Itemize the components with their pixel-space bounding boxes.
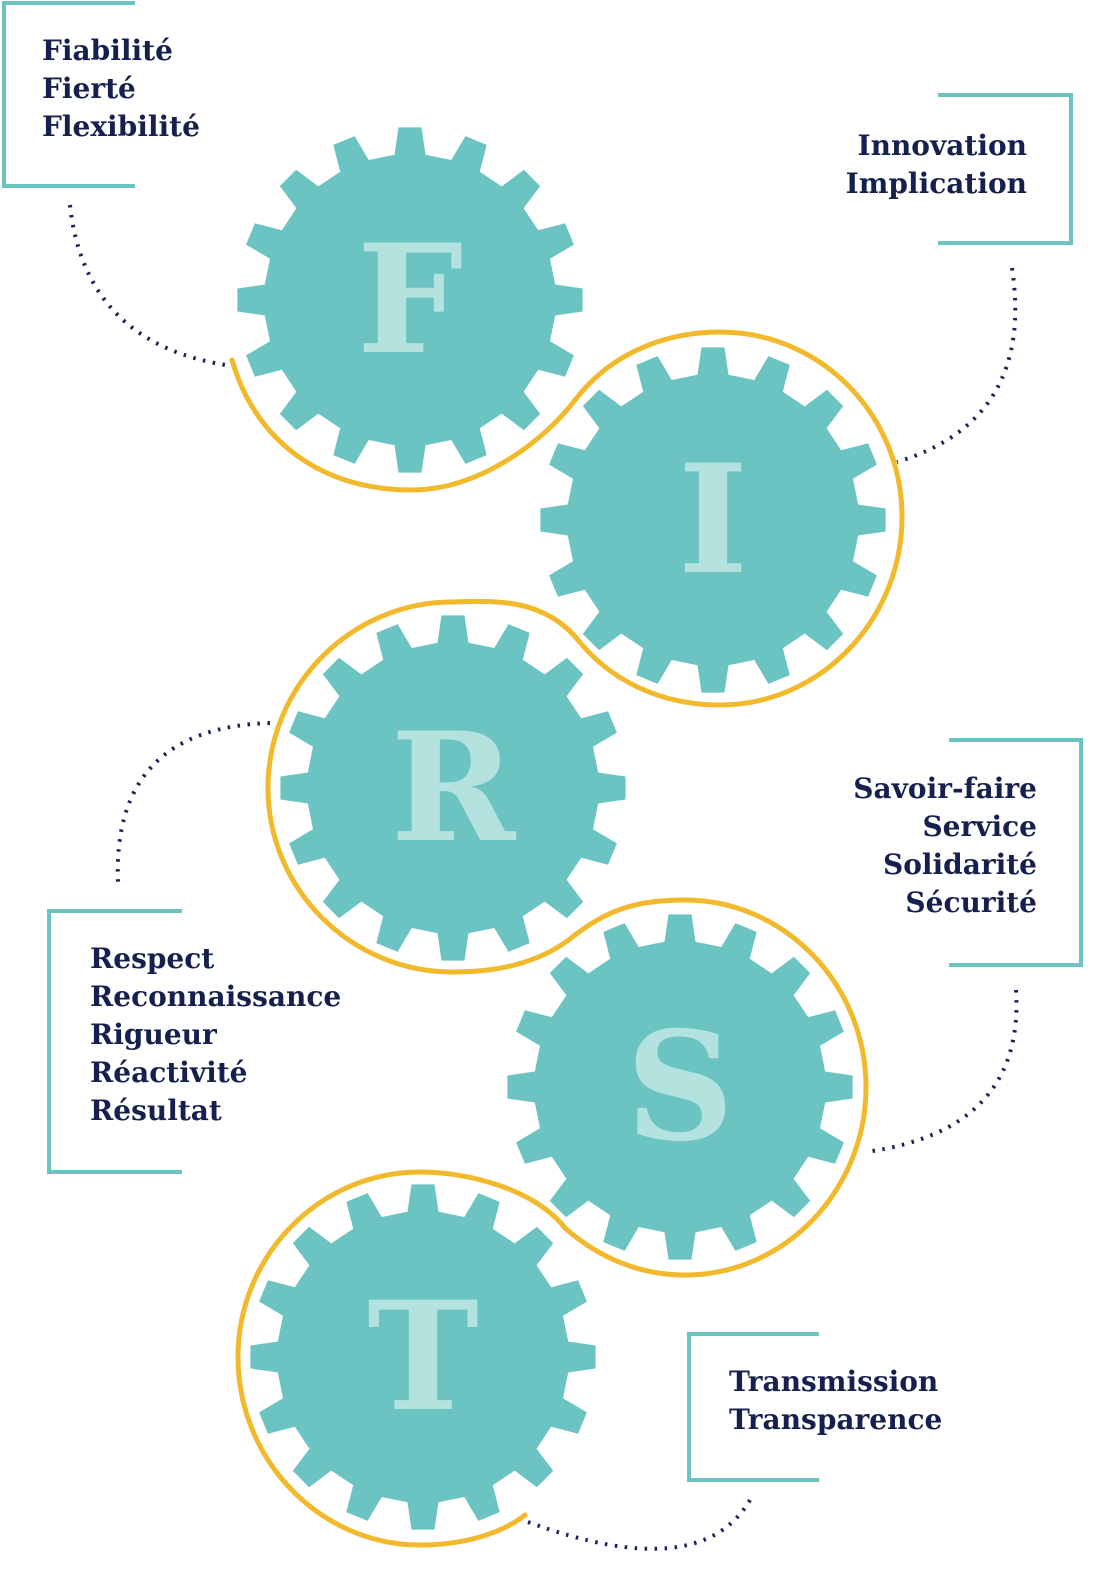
gear-icon [280,615,626,961]
value-transparence: Transparence [729,1403,943,1436]
value-innovation: Innovation [857,129,1027,162]
value-reconnaissance: Reconnaissance [90,980,342,1013]
dotted-connector-r [115,721,271,883]
gear-icon [540,347,886,693]
values-group-i: Innovation Implication [846,127,1027,203]
yellow-path-r [265,599,578,975]
value-rigueur: Rigueur [90,1018,217,1051]
gear-i: I [540,347,886,693]
yellow-path-f-i [229,357,578,493]
value-fierte: Fierté [42,72,136,105]
yellow-path-r-s [572,897,688,938]
gear-r: R [280,615,626,961]
value-respect: Respect [90,942,215,975]
frame-i [938,93,1073,245]
gear-f: F [237,127,583,473]
gear-t: T [250,1184,596,1530]
values-group-t: Transmission Transparence [729,1363,942,1439]
gear-letter-r: R [391,700,517,876]
gear-icon [250,1184,596,1530]
yellow-path-s [562,897,869,1278]
gear-letter-f: F [357,212,464,388]
dotted-connector-t [527,1498,752,1551]
frame-f [2,1,135,188]
dotted-connector-s [865,989,1019,1154]
frame-t [687,1332,819,1482]
value-fiabilite: Fiabilité [42,34,173,67]
gear-s: S [507,914,853,1260]
values-group-s: Savoir-faire Service Solidarité Sécurité [853,770,1037,922]
value-reactivite: Réactivité [90,1056,248,1089]
yellow-path-s-t [417,1169,568,1231]
gear-letter-i: I [678,432,748,608]
value-flexibilite: Flexibilité [42,110,200,143]
value-resultat: Résultat [90,1094,222,1127]
gear-letter-t: T [367,1269,479,1445]
frame-r [47,909,182,1174]
value-savoir-faire: Savoir-faire [853,772,1037,805]
gear-letter-s: S [626,999,734,1175]
yellow-path-t [235,1169,528,1548]
dotted-connector-f [68,204,233,368]
frame-s [949,738,1083,967]
value-transmission: Transmission [729,1365,939,1398]
values-group-f: Fiabilité Fierté Flexibilité [42,32,200,146]
yellow-path-i [572,329,905,708]
dotted-connector-i [896,267,1018,464]
gear-icon [237,127,583,473]
yellow-path-i-r [449,598,581,643]
value-securite: Sécurité [905,886,1037,919]
values-group-r: Respect Reconnaissance Rigueur Réactivit… [90,940,341,1130]
value-solidarite: Solidarité [882,848,1037,881]
gear-icon [507,914,853,1260]
value-service: Service [922,810,1037,843]
value-implication: Implication [845,167,1027,200]
